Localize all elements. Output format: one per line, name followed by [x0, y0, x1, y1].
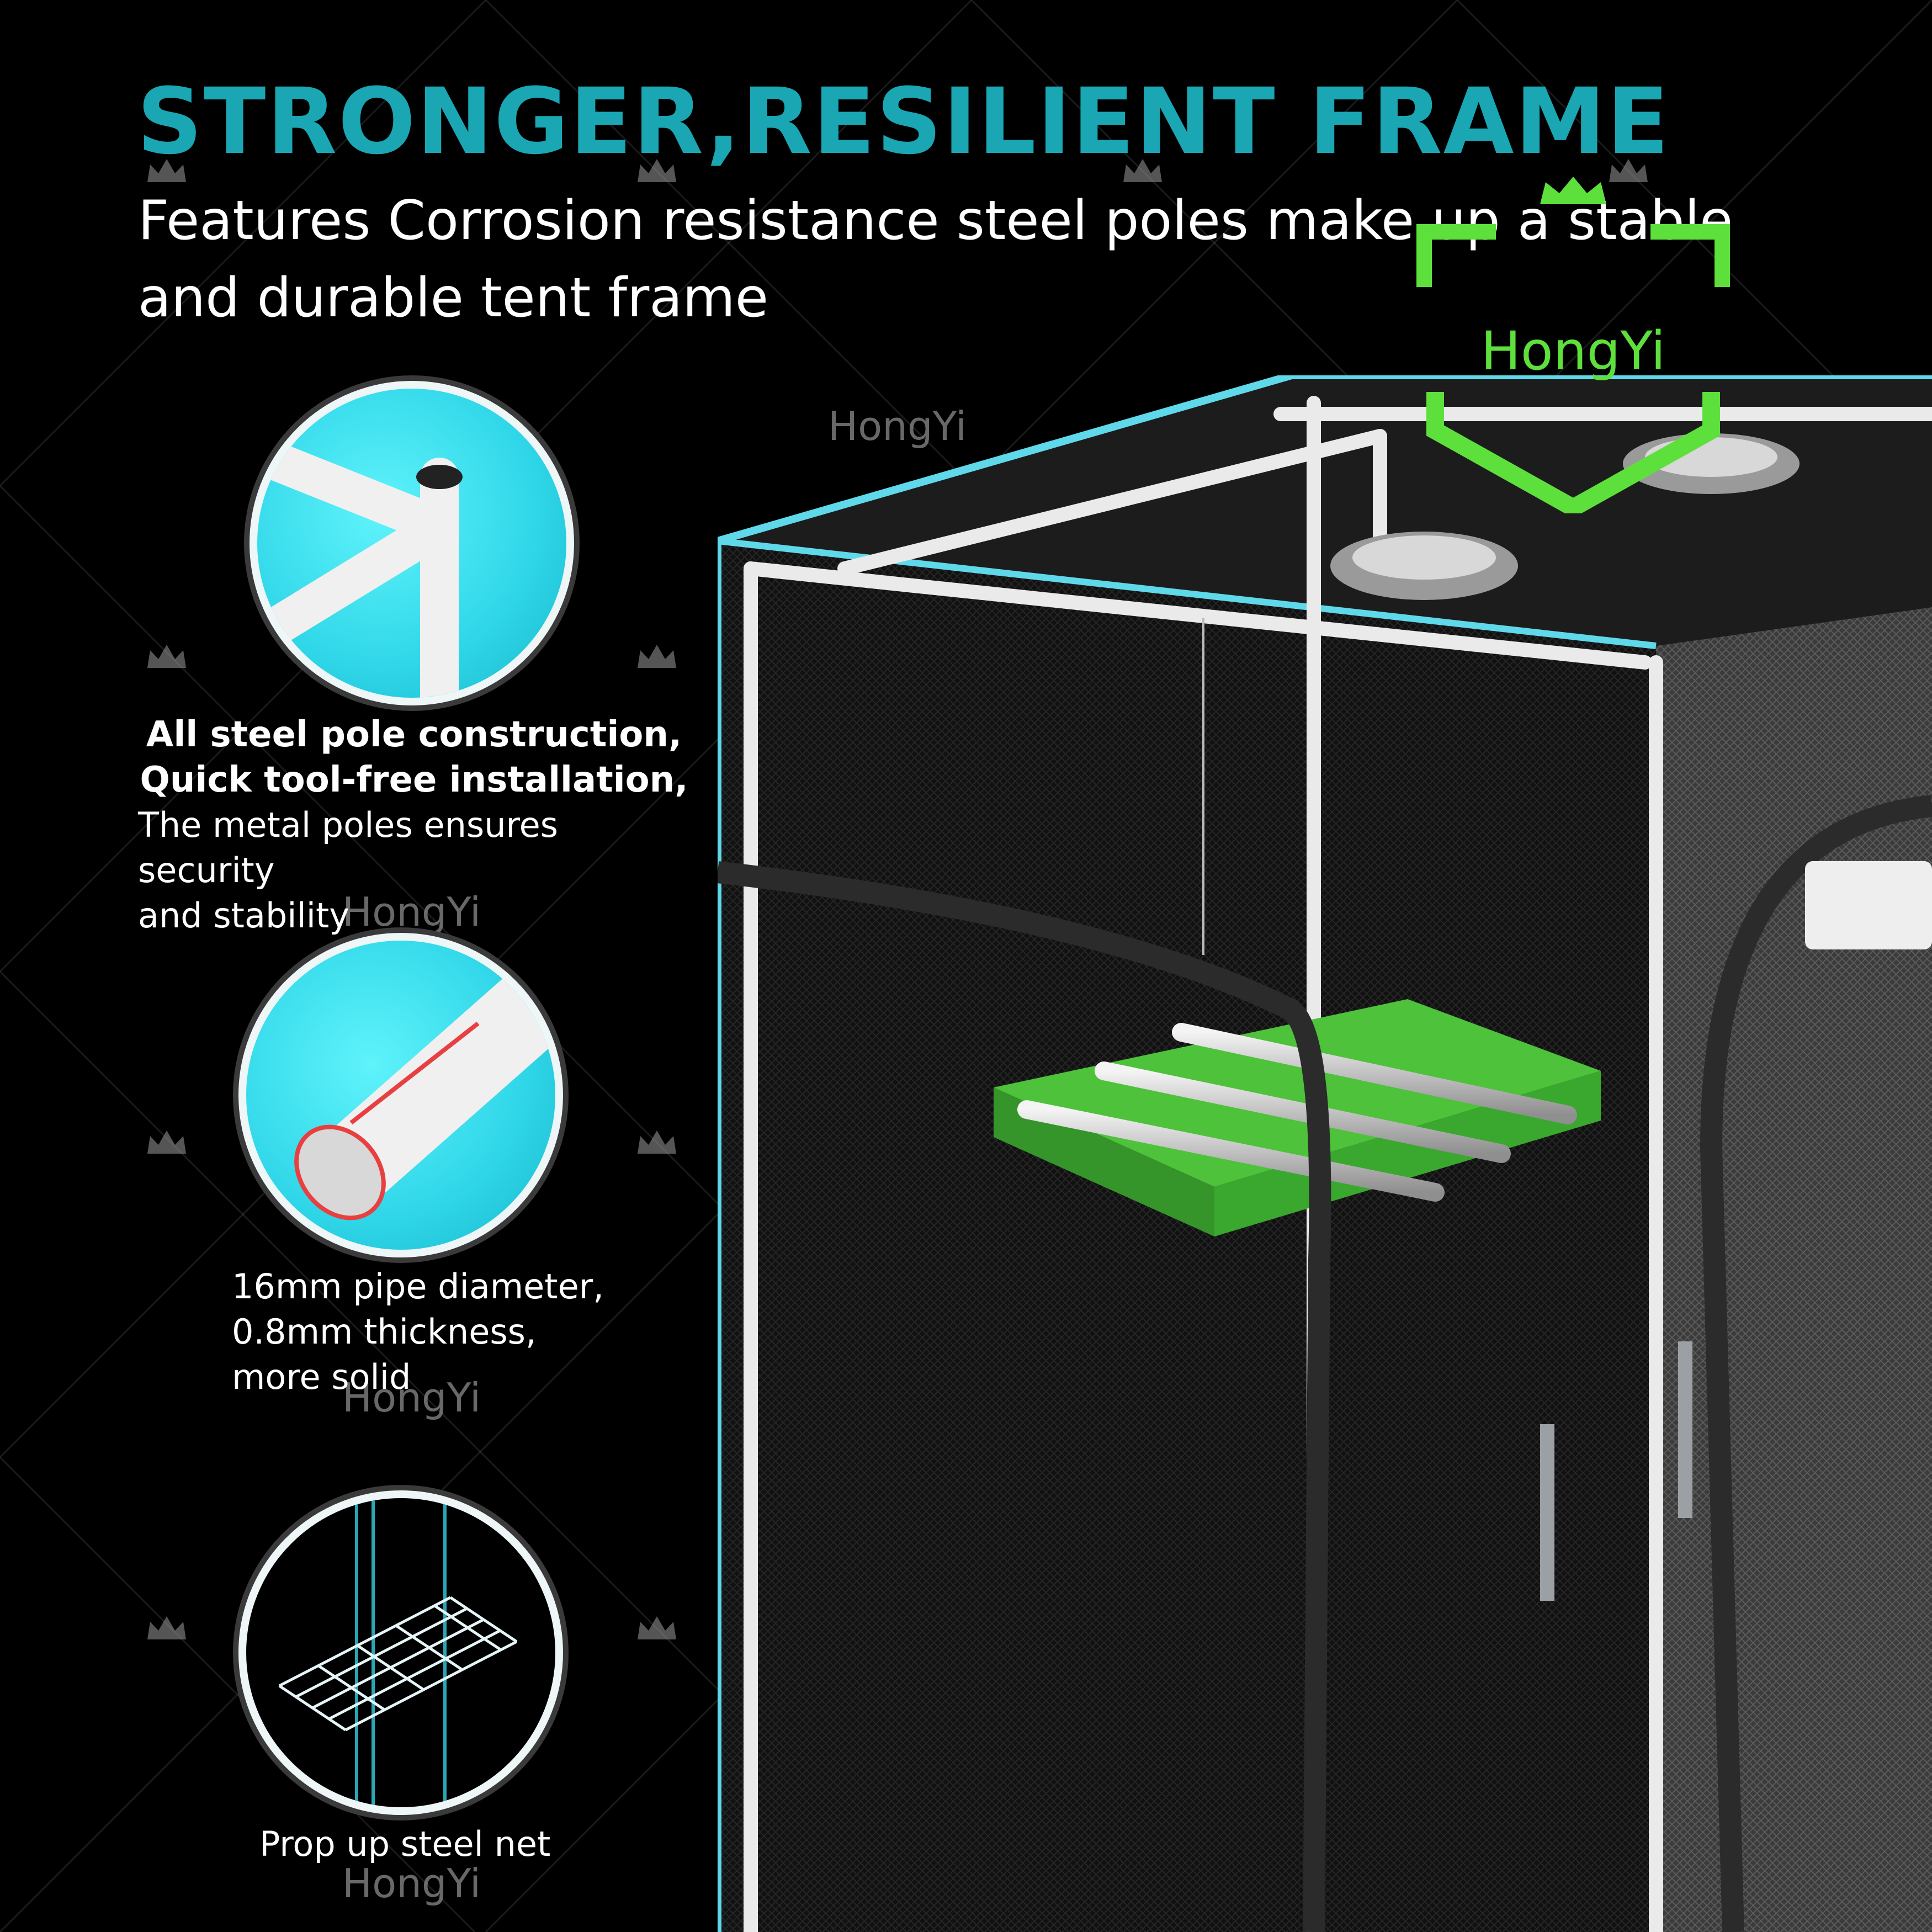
- brand-logo: HongYi: [1402, 171, 1744, 513]
- page-subtitle: Features Corrosion resistance steel pole…: [138, 189, 1733, 330]
- feature-1-caption: All steel pole construction, Quick tool-…: [138, 712, 690, 938]
- grow-tent-illustration: [718, 375, 1932, 1932]
- crown-icon: [638, 645, 676, 668]
- feature-3-caption: Prop up steel net: [259, 1824, 551, 1864]
- feature-net-image: [238, 1490, 563, 1815]
- watermark-text: HongYi: [342, 889, 481, 935]
- brand-shield-icon: [1416, 177, 1730, 513]
- feature-2-body: 16mm pipe diameter,: [232, 1266, 604, 1307]
- feature-1-body-2: and stability: [138, 895, 349, 936]
- crown-icon: [147, 1616, 186, 1639]
- feature-2-caption: 16mm pipe diameter, 0.8mm thickness, mor…: [232, 1264, 729, 1400]
- feature-1-title: All steel pole construction,: [146, 714, 682, 755]
- brand-logo-text: HongYi: [1480, 320, 1666, 382]
- feature-pipe-image: [238, 933, 563, 1257]
- crown-icon: [1123, 159, 1162, 182]
- crown-icon: [638, 1130, 676, 1154]
- feature-1-title-2: Quick tool-free installation,: [140, 760, 688, 800]
- watermark-text: HongYi: [342, 1374, 481, 1421]
- watermark-text: HongYi: [342, 1860, 481, 1907]
- watermark-text: HongYi: [828, 403, 967, 449]
- page-title: STRONGER,RESILIENT FRAME: [137, 68, 1670, 174]
- crown-icon: [638, 159, 676, 182]
- crown-icon: [147, 1130, 186, 1154]
- feature-1-body: The metal poles ensures security: [138, 805, 559, 890]
- feature-joint-image: [250, 381, 574, 705]
- crown-icon: [147, 159, 186, 182]
- feature-2-body-2: 0.8mm thickness,: [232, 1312, 537, 1352]
- crown-icon: [1609, 159, 1648, 182]
- crown-icon: [638, 1616, 676, 1639]
- feature-2-body-3: more solid: [232, 1357, 411, 1397]
- crown-icon: [147, 645, 186, 668]
